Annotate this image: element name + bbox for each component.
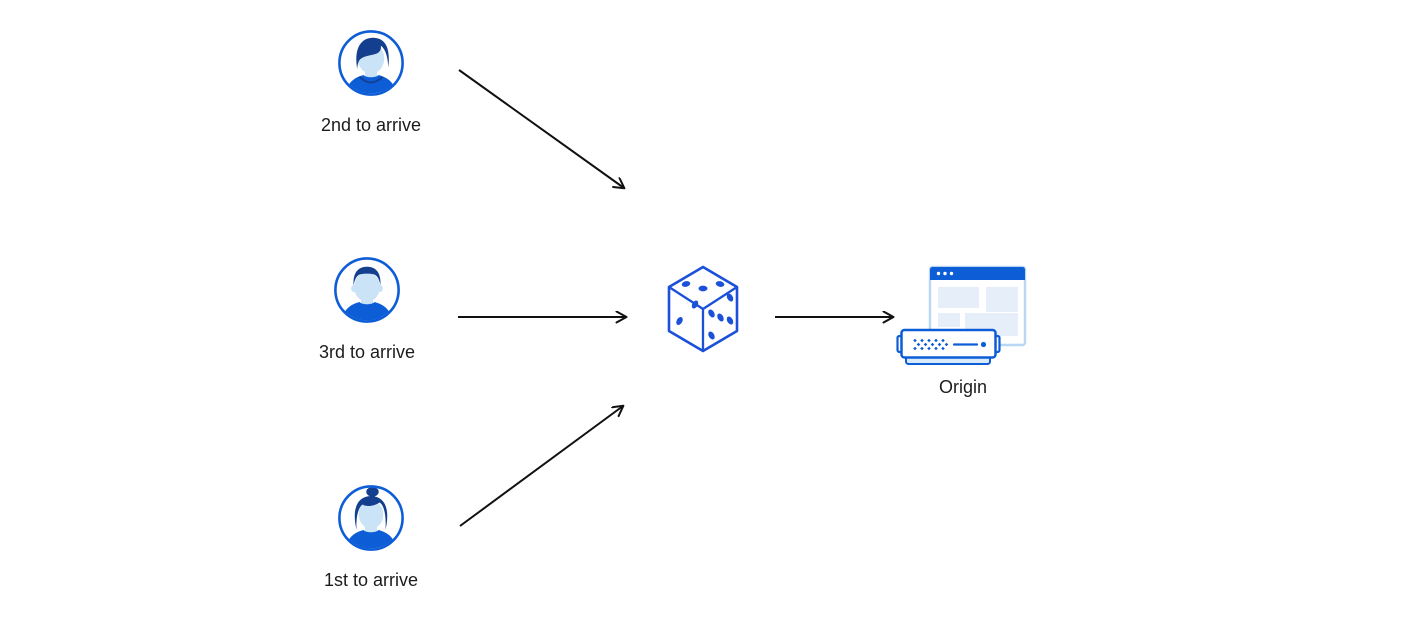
browser-titlebar bbox=[930, 267, 1025, 280]
origin-label: Origin bbox=[938, 377, 987, 397]
user-label: 3rd to arrive bbox=[318, 342, 416, 362]
user-label: 1st to arrive bbox=[323, 570, 419, 590]
arrow-2nd-to-dice bbox=[458, 69, 624, 188]
browser-window-dots-icon bbox=[936, 271, 954, 276]
origin-node: Origin bbox=[893, 258, 1033, 398]
server-vent-dots bbox=[913, 338, 949, 351]
dice-node bbox=[658, 258, 748, 362]
arrow-1st-to-dice bbox=[459, 406, 623, 527]
user-label: 2nd to arrive bbox=[320, 115, 422, 135]
man-short-hair-avatar-icon bbox=[334, 257, 400, 323]
origin-icon bbox=[896, 265, 1027, 365]
dice-icon bbox=[667, 265, 739, 353]
man-swept-hair-avatar-icon bbox=[338, 30, 404, 96]
user-node-2nd-to-arrive: 2nd to arrive bbox=[286, 28, 456, 136]
woman-bun-hair-avatar-icon bbox=[338, 485, 404, 551]
server-icon bbox=[896, 328, 1001, 365]
browser-window-icon bbox=[928, 265, 1027, 347]
user-node-1st-to-arrive: 1st to arrive bbox=[286, 483, 456, 591]
user-node-3rd-to-arrive: 3rd to arrive bbox=[282, 255, 452, 363]
server-led-dot bbox=[980, 341, 987, 348]
dice-dots bbox=[676, 281, 734, 340]
